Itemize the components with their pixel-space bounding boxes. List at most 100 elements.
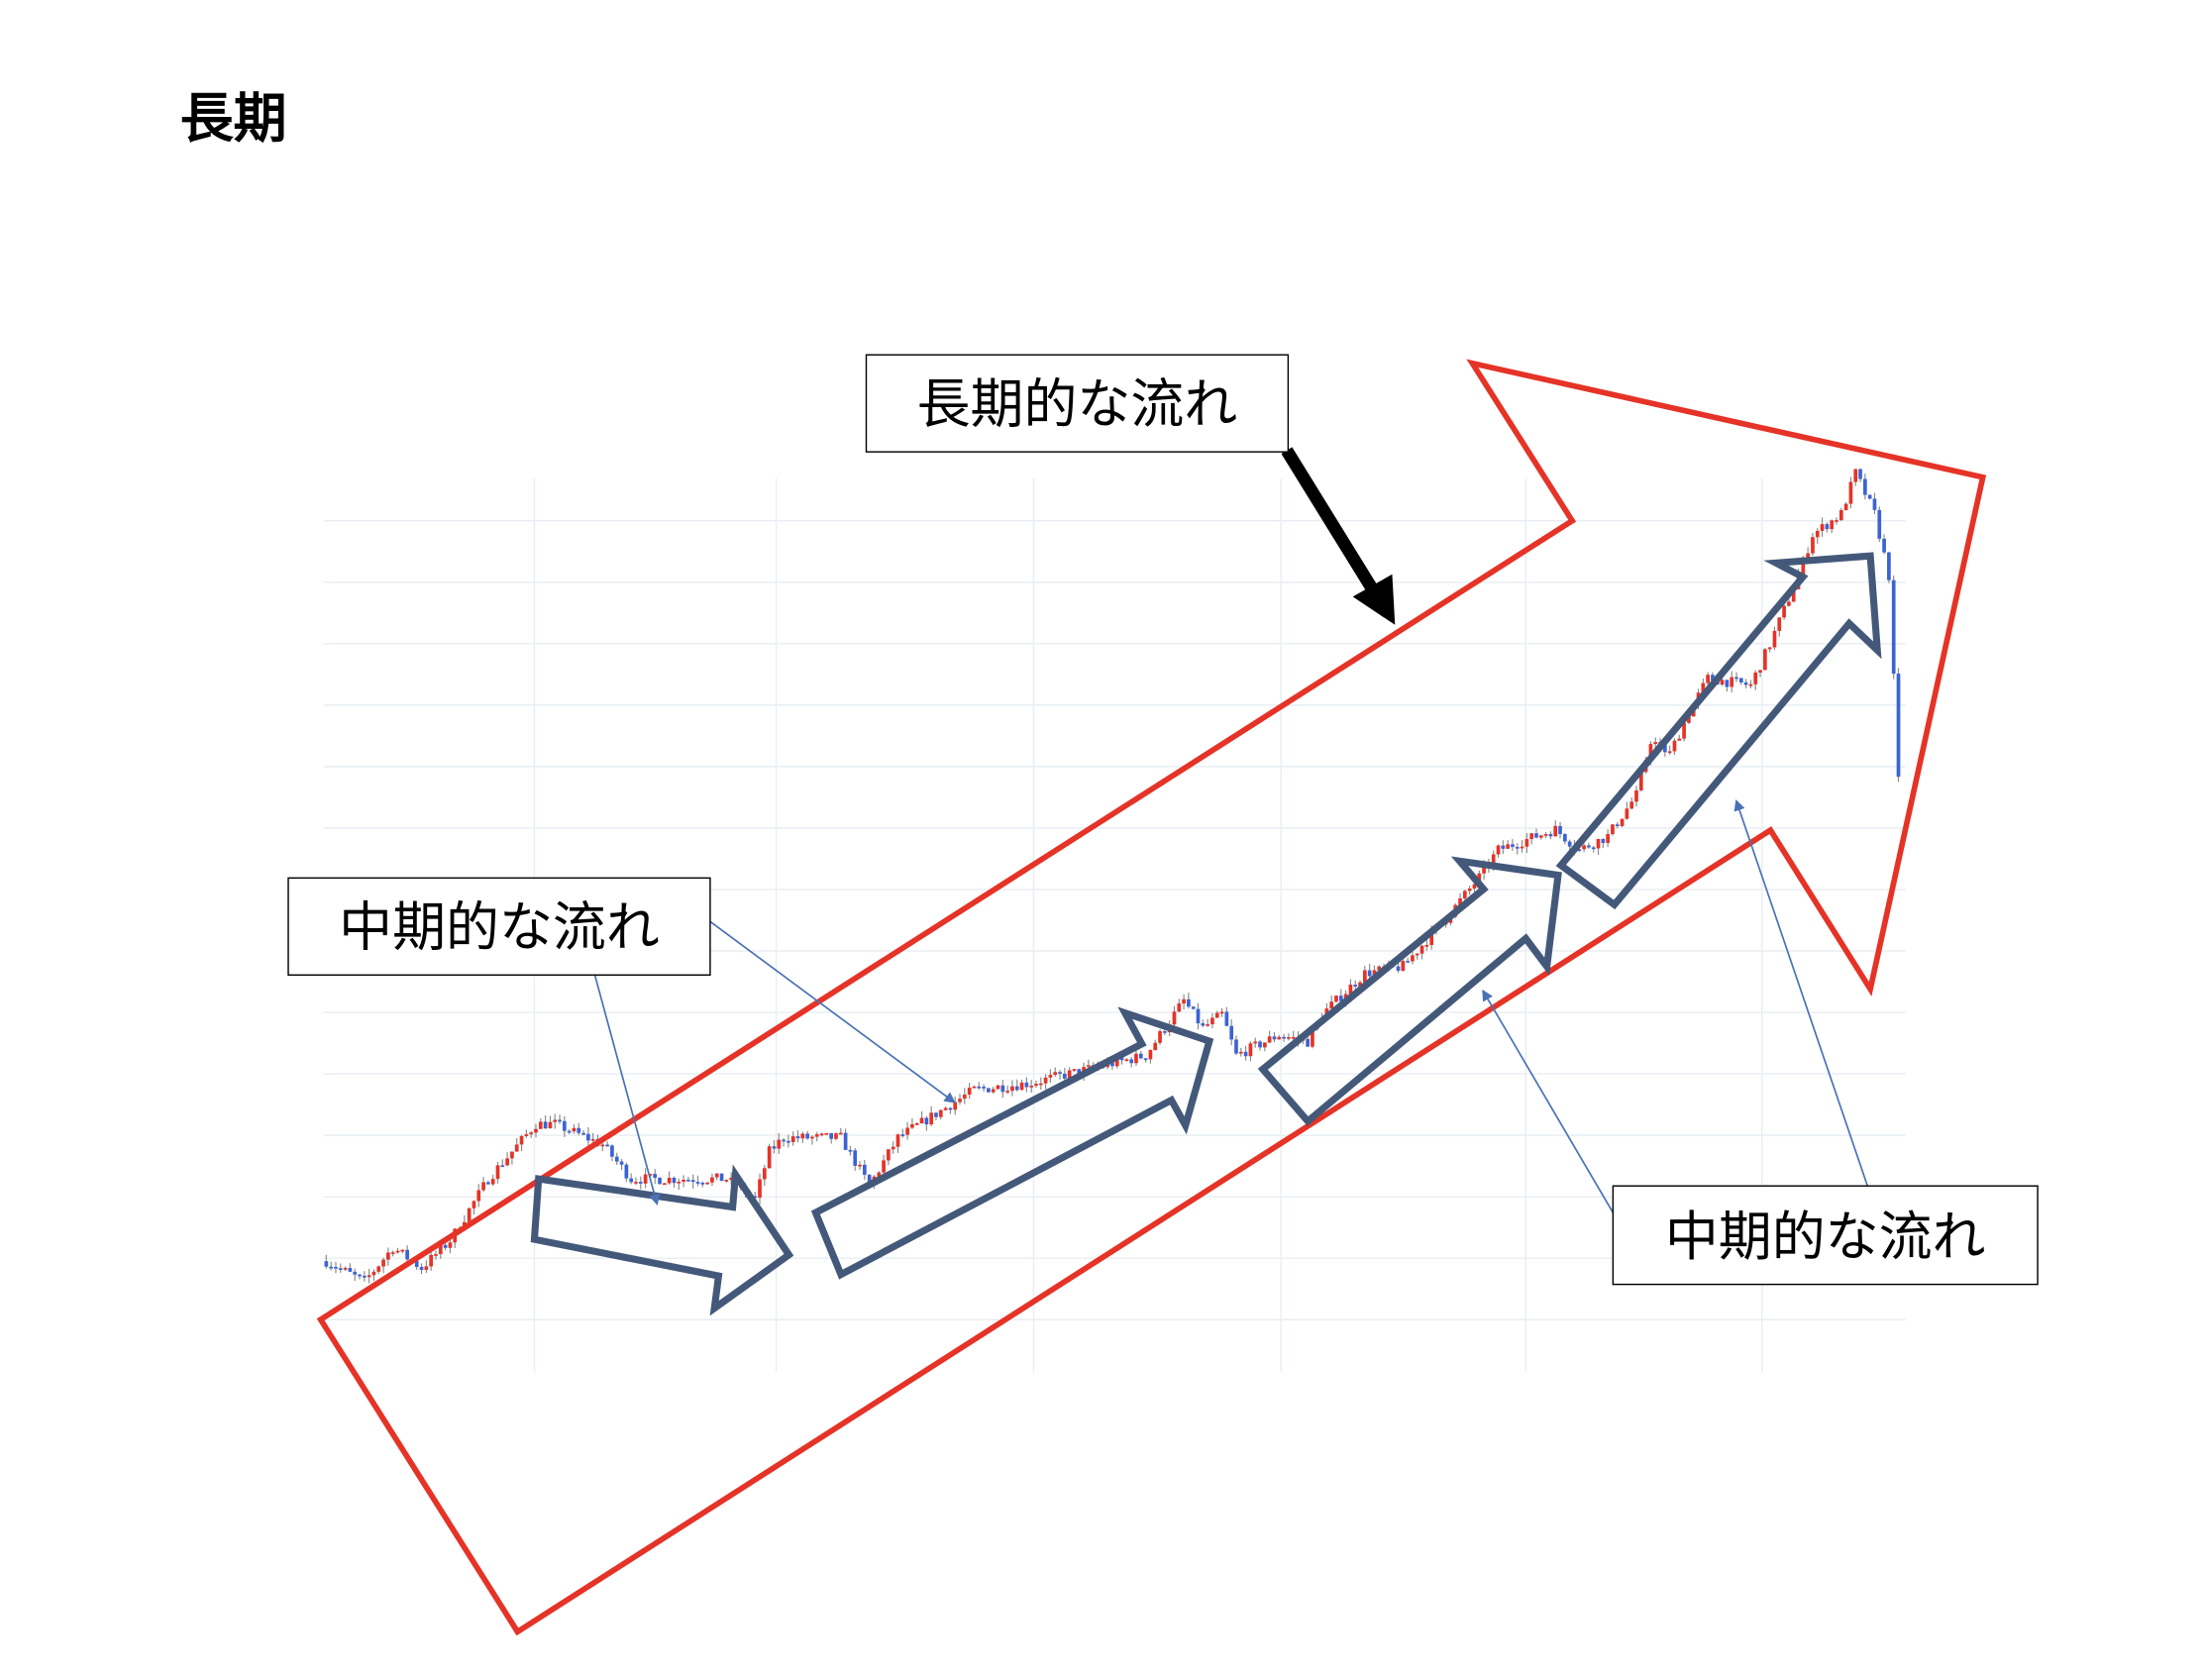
candle-body — [924, 1117, 929, 1125]
candle-body — [572, 1127, 577, 1132]
candle-body — [700, 1182, 705, 1185]
candle-body — [553, 1119, 558, 1122]
candle-body — [1458, 897, 1462, 905]
candle-body — [824, 1132, 829, 1135]
candle-body — [1415, 953, 1419, 956]
candle-body — [677, 1181, 682, 1184]
candle-body — [443, 1244, 448, 1248]
candle-body — [758, 1179, 762, 1199]
candle-body — [1725, 680, 1730, 687]
candle-body — [943, 1107, 948, 1110]
candle-body — [1010, 1086, 1014, 1092]
candle-body — [1191, 1006, 1196, 1009]
candle-body — [490, 1179, 495, 1185]
candle-body — [1214, 1012, 1219, 1018]
candle-body — [1005, 1091, 1009, 1093]
candle-body — [353, 1271, 358, 1275]
candle-body — [1277, 1036, 1282, 1040]
candle-body — [419, 1267, 424, 1270]
candle-body — [1419, 945, 1424, 954]
candle-body — [590, 1138, 595, 1141]
label-mid-term-left: 中期的な流れ — [287, 877, 711, 976]
candle-body — [1411, 955, 1415, 962]
candle-body — [1153, 1042, 1158, 1051]
candle-body — [1124, 1059, 1129, 1062]
candle-body — [1667, 751, 1672, 754]
candle-body — [682, 1179, 685, 1182]
candle-body — [1820, 524, 1825, 531]
candle-body — [1291, 1036, 1296, 1039]
candle-body — [795, 1136, 800, 1139]
candle-body — [1677, 738, 1682, 741]
candle-body — [882, 1160, 886, 1173]
candle-body — [1424, 944, 1429, 947]
candle-body — [358, 1274, 362, 1277]
candle-body — [900, 1134, 905, 1136]
candle-body — [524, 1134, 529, 1136]
candle-body — [362, 1275, 367, 1278]
candle-body — [953, 1102, 958, 1110]
label-mid-term-right: 中期的な流れ — [1612, 1185, 2039, 1286]
candle-body — [1048, 1075, 1053, 1078]
candle-body — [1843, 503, 1848, 511]
candle-body — [438, 1244, 443, 1255]
candle-body — [987, 1088, 991, 1093]
candle-body — [529, 1132, 534, 1135]
pointer-line — [709, 920, 956, 1103]
candle-body — [1687, 716, 1691, 723]
candle-body — [729, 1177, 734, 1181]
candle-body — [819, 1133, 824, 1136]
candle-body — [1219, 1011, 1224, 1014]
candle-body — [1787, 601, 1791, 606]
candle-body — [1482, 865, 1486, 874]
candle-body — [867, 1174, 872, 1185]
candle-body — [1282, 1036, 1286, 1039]
candle-body — [1801, 557, 1806, 576]
candle-body — [895, 1134, 900, 1147]
candle-body — [1024, 1082, 1029, 1088]
candle-body — [1511, 844, 1515, 847]
candle-body — [1134, 1053, 1138, 1064]
candle-body — [1548, 834, 1553, 837]
candle-body — [910, 1124, 914, 1128]
candle-body — [1567, 841, 1572, 847]
long-term-trend-arrow — [316, 359, 1987, 1636]
candle-body — [1811, 537, 1815, 554]
candle-body — [1682, 722, 1686, 739]
candle-body — [991, 1089, 996, 1093]
candle-body — [634, 1182, 638, 1184]
candle-body — [1119, 1057, 1124, 1061]
candle-body — [695, 1182, 700, 1184]
candle-body — [495, 1165, 500, 1180]
candle-body — [1043, 1077, 1048, 1084]
candle-body — [829, 1132, 834, 1139]
candle-body — [1172, 1011, 1177, 1025]
candle-body — [1234, 1039, 1238, 1054]
candle-body — [667, 1177, 672, 1184]
candle-body — [581, 1132, 585, 1135]
candle-body — [424, 1266, 429, 1270]
candle-body — [500, 1165, 505, 1168]
candle-body — [1672, 740, 1677, 752]
candle-body — [1077, 1069, 1082, 1076]
page-title: 長期 — [180, 87, 287, 150]
candle-body — [905, 1127, 909, 1135]
candle-body — [1248, 1043, 1253, 1057]
candle-body — [1506, 844, 1510, 849]
candle-body — [543, 1121, 548, 1129]
candle-body — [400, 1249, 405, 1252]
candle-body — [1329, 1001, 1334, 1009]
candle-body — [962, 1094, 967, 1100]
candle-body — [1087, 1065, 1091, 1068]
candle-body — [1882, 538, 1886, 553]
candle-body — [648, 1174, 653, 1176]
candle-body — [1767, 647, 1772, 650]
candle-body — [577, 1127, 581, 1133]
candle-body — [1591, 847, 1596, 850]
candle-body — [814, 1134, 819, 1137]
candle-body — [1334, 996, 1338, 1002]
candle-body — [390, 1252, 395, 1254]
candle-body — [405, 1249, 409, 1260]
candle-body — [1806, 553, 1810, 558]
